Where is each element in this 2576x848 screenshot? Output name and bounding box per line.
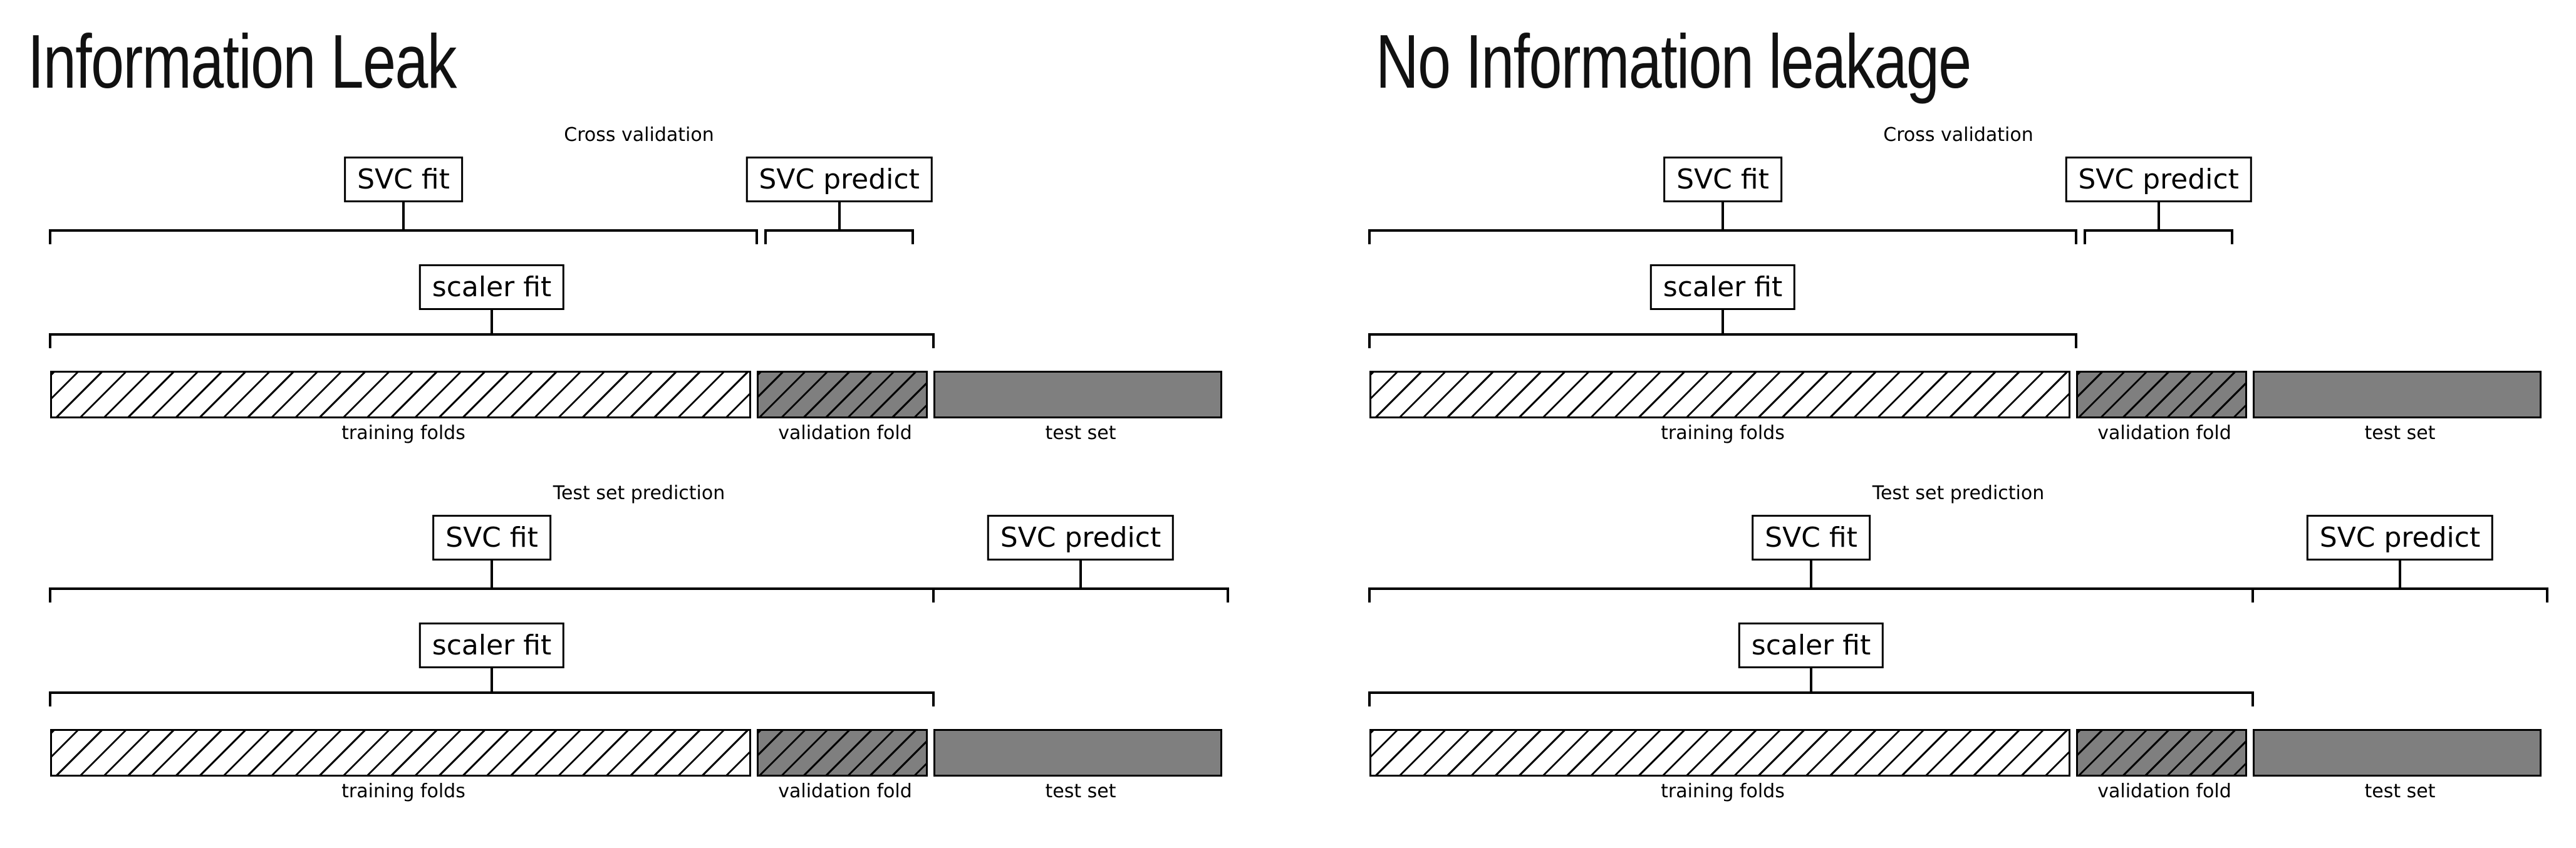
scaler-fit-box: scaler fit: [418, 623, 565, 668]
bar-label-validation-fold: validation fold: [778, 780, 912, 802]
svc-fit-box: SVC fit: [1752, 515, 1871, 561]
bar-label-training-folds: training folds: [1661, 780, 1785, 802]
bar-label-validation-fold: validation fold: [2097, 780, 2231, 802]
svc-predict-stem: [1079, 560, 1082, 590]
bar-training-folds: [50, 371, 751, 418]
scaler-fit-stem: [491, 668, 493, 694]
svc-predict-box: SVC predict: [987, 515, 1175, 561]
scaler-fit-box: scaler fit: [1738, 623, 1884, 668]
bar-label-validation-fold: validation fold: [778, 422, 912, 444]
bar-label-test-set: test set: [2364, 422, 2436, 444]
svc-predict-stem: [2399, 560, 2401, 590]
bar-label-test-set: test set: [2364, 780, 2436, 802]
bar-label-training-folds: training folds: [341, 422, 465, 444]
bar-validation-fold: [757, 371, 928, 418]
svc-fit-box: SVC fit: [344, 157, 463, 202]
bar-training-folds: [1369, 729, 2070, 777]
svc-predict-box: SVC predict: [745, 157, 933, 202]
svc-predict-stem: [2157, 202, 2160, 232]
bar-label-training-folds: training folds: [1661, 422, 1785, 444]
section-caption: Cross validation: [1883, 124, 2033, 146]
scaler-fit-box: scaler fit: [418, 264, 565, 310]
section-caption: Cross validation: [564, 124, 714, 146]
bar-validation-fold: [2076, 729, 2247, 777]
bar-training-folds: [50, 729, 751, 777]
svc-fit-box: SVC fit: [1663, 157, 1782, 202]
bar-training-folds: [1369, 371, 2070, 418]
bar-label-validation-fold: validation fold: [2097, 422, 2231, 444]
scaler-fit-stem: [1722, 309, 1724, 336]
svc-fit-stem: [1722, 202, 1724, 232]
svc-predict-stem: [838, 202, 841, 232]
svc-fit-stem: [402, 202, 405, 232]
bar-validation-fold: [2076, 371, 2247, 418]
svc-fit-stem: [491, 560, 493, 590]
scaler-fit-stem: [491, 309, 493, 336]
scaler-fit-stem: [1810, 668, 1812, 694]
bar-test-set: [933, 729, 1222, 777]
svc-fit-box: SVC fit: [432, 515, 551, 561]
section-caption: Test set prediction: [553, 482, 725, 504]
panel-title: Information Leak: [28, 19, 457, 104]
panel-title: No Information leakage: [1376, 19, 1971, 104]
bar-test-set: [2253, 729, 2542, 777]
svc-predict-box: SVC predict: [2306, 515, 2494, 561]
bar-test-set: [2253, 371, 2542, 418]
svc-predict-box: SVC predict: [2065, 157, 2252, 202]
bar-validation-fold: [757, 729, 928, 777]
svc-fit-stem: [1810, 560, 1812, 590]
bar-label-training-folds: training folds: [341, 780, 465, 802]
bar-label-test-set: test set: [1045, 780, 1116, 802]
scaler-fit-box: scaler fit: [1649, 264, 1796, 310]
section-caption: Test set prediction: [1872, 482, 2045, 504]
bar-label-test-set: test set: [1045, 422, 1116, 444]
bar-test-set: [933, 371, 1222, 418]
